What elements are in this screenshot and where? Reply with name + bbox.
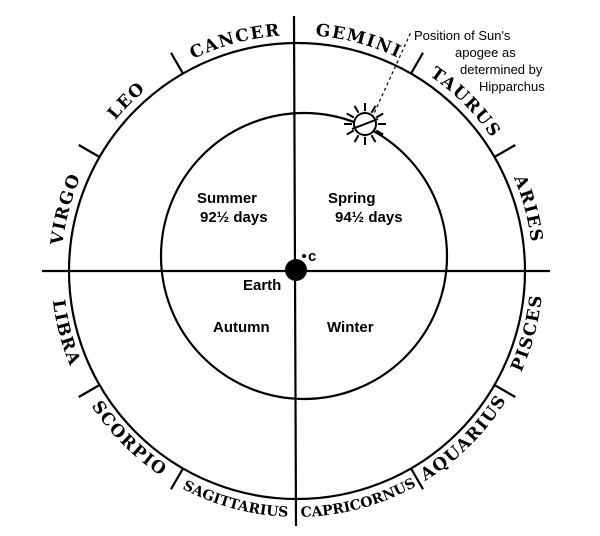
sun-ray <box>375 112 384 119</box>
zodiac-label-libra: LIBRA <box>48 298 85 369</box>
zodiac-label-gemini: GEMINI <box>315 21 405 63</box>
zodiac-label-text: PISCES <box>507 293 545 375</box>
autumn-label: Autumn <box>213 319 270 336</box>
zodiac-label-text: AQUARIUS <box>416 391 510 486</box>
zodiac-label-text: LIBRA <box>48 298 83 369</box>
zodiac-label-text: GEMINI <box>315 21 404 63</box>
zodiac-divider <box>493 144 516 158</box>
zodiac-label-text: SAGITTARIUS <box>180 478 288 521</box>
sun-ray <box>370 105 377 114</box>
zodiac-label-aquarius: AQUARIUS <box>416 391 511 486</box>
zodiac-label-text: ARIES <box>509 171 545 244</box>
zodiac-label-text: SCORPIO <box>87 397 169 481</box>
center-label: c <box>308 248 316 265</box>
sun-ray <box>353 105 360 114</box>
earth-dot <box>285 259 307 281</box>
zodiac-label-pisces: PISCES <box>507 293 547 375</box>
summer-days: 92½ days <box>200 209 268 226</box>
sun-ray <box>346 129 355 136</box>
sun-ray <box>375 129 384 136</box>
sun-ray <box>370 134 377 143</box>
zodiac-label-sagittarius: SAGITTARIUS <box>180 478 288 521</box>
annotation-line: apogee as <box>455 45 516 60</box>
zodiac-divider <box>410 52 424 75</box>
spring-days: 94½ days <box>335 209 403 226</box>
zodiac-label-aries: ARIES <box>509 171 546 244</box>
annotation-line: Hipparchus <box>479 79 545 94</box>
annotation-line: determined by <box>460 62 543 77</box>
center-point-dot <box>302 254 306 258</box>
zodiac-label-cancer: CANCER <box>187 20 282 63</box>
winter-label: Winter <box>327 319 374 336</box>
zodiac-divider <box>78 144 101 158</box>
sun-icon <box>344 103 386 145</box>
zodiac-dividers <box>78 52 516 490</box>
sun-ray <box>353 134 360 143</box>
zodiac-label-scorpio: SCORPIO <box>87 397 171 481</box>
spring-label: Spring <box>328 190 376 207</box>
zodiac-label-text: VIRGO <box>47 170 84 247</box>
annotation-line: Position of Sun's <box>414 28 511 43</box>
apogee-annotation: Position of Sun's apogee as determined b… <box>414 28 545 94</box>
apogee-pointer-line <box>371 31 412 119</box>
zodiac-label-text: CANCER <box>187 20 280 63</box>
zodiac-label-virgo: VIRGO <box>47 170 85 247</box>
sun-ray <box>346 112 355 119</box>
zodiac-divider <box>78 384 101 398</box>
sun-orbit-circle <box>159 111 449 401</box>
zodiac-divider <box>410 467 424 490</box>
zodiac-divider <box>170 52 184 75</box>
zodiac-divider <box>493 384 516 398</box>
zodiac-label-leo: LEO <box>104 78 150 124</box>
zodiac-label-text: LEO <box>104 78 148 124</box>
earth-label: Earth <box>243 277 281 294</box>
summer-label: Summer <box>197 190 257 207</box>
zodiac-divider <box>170 467 184 490</box>
